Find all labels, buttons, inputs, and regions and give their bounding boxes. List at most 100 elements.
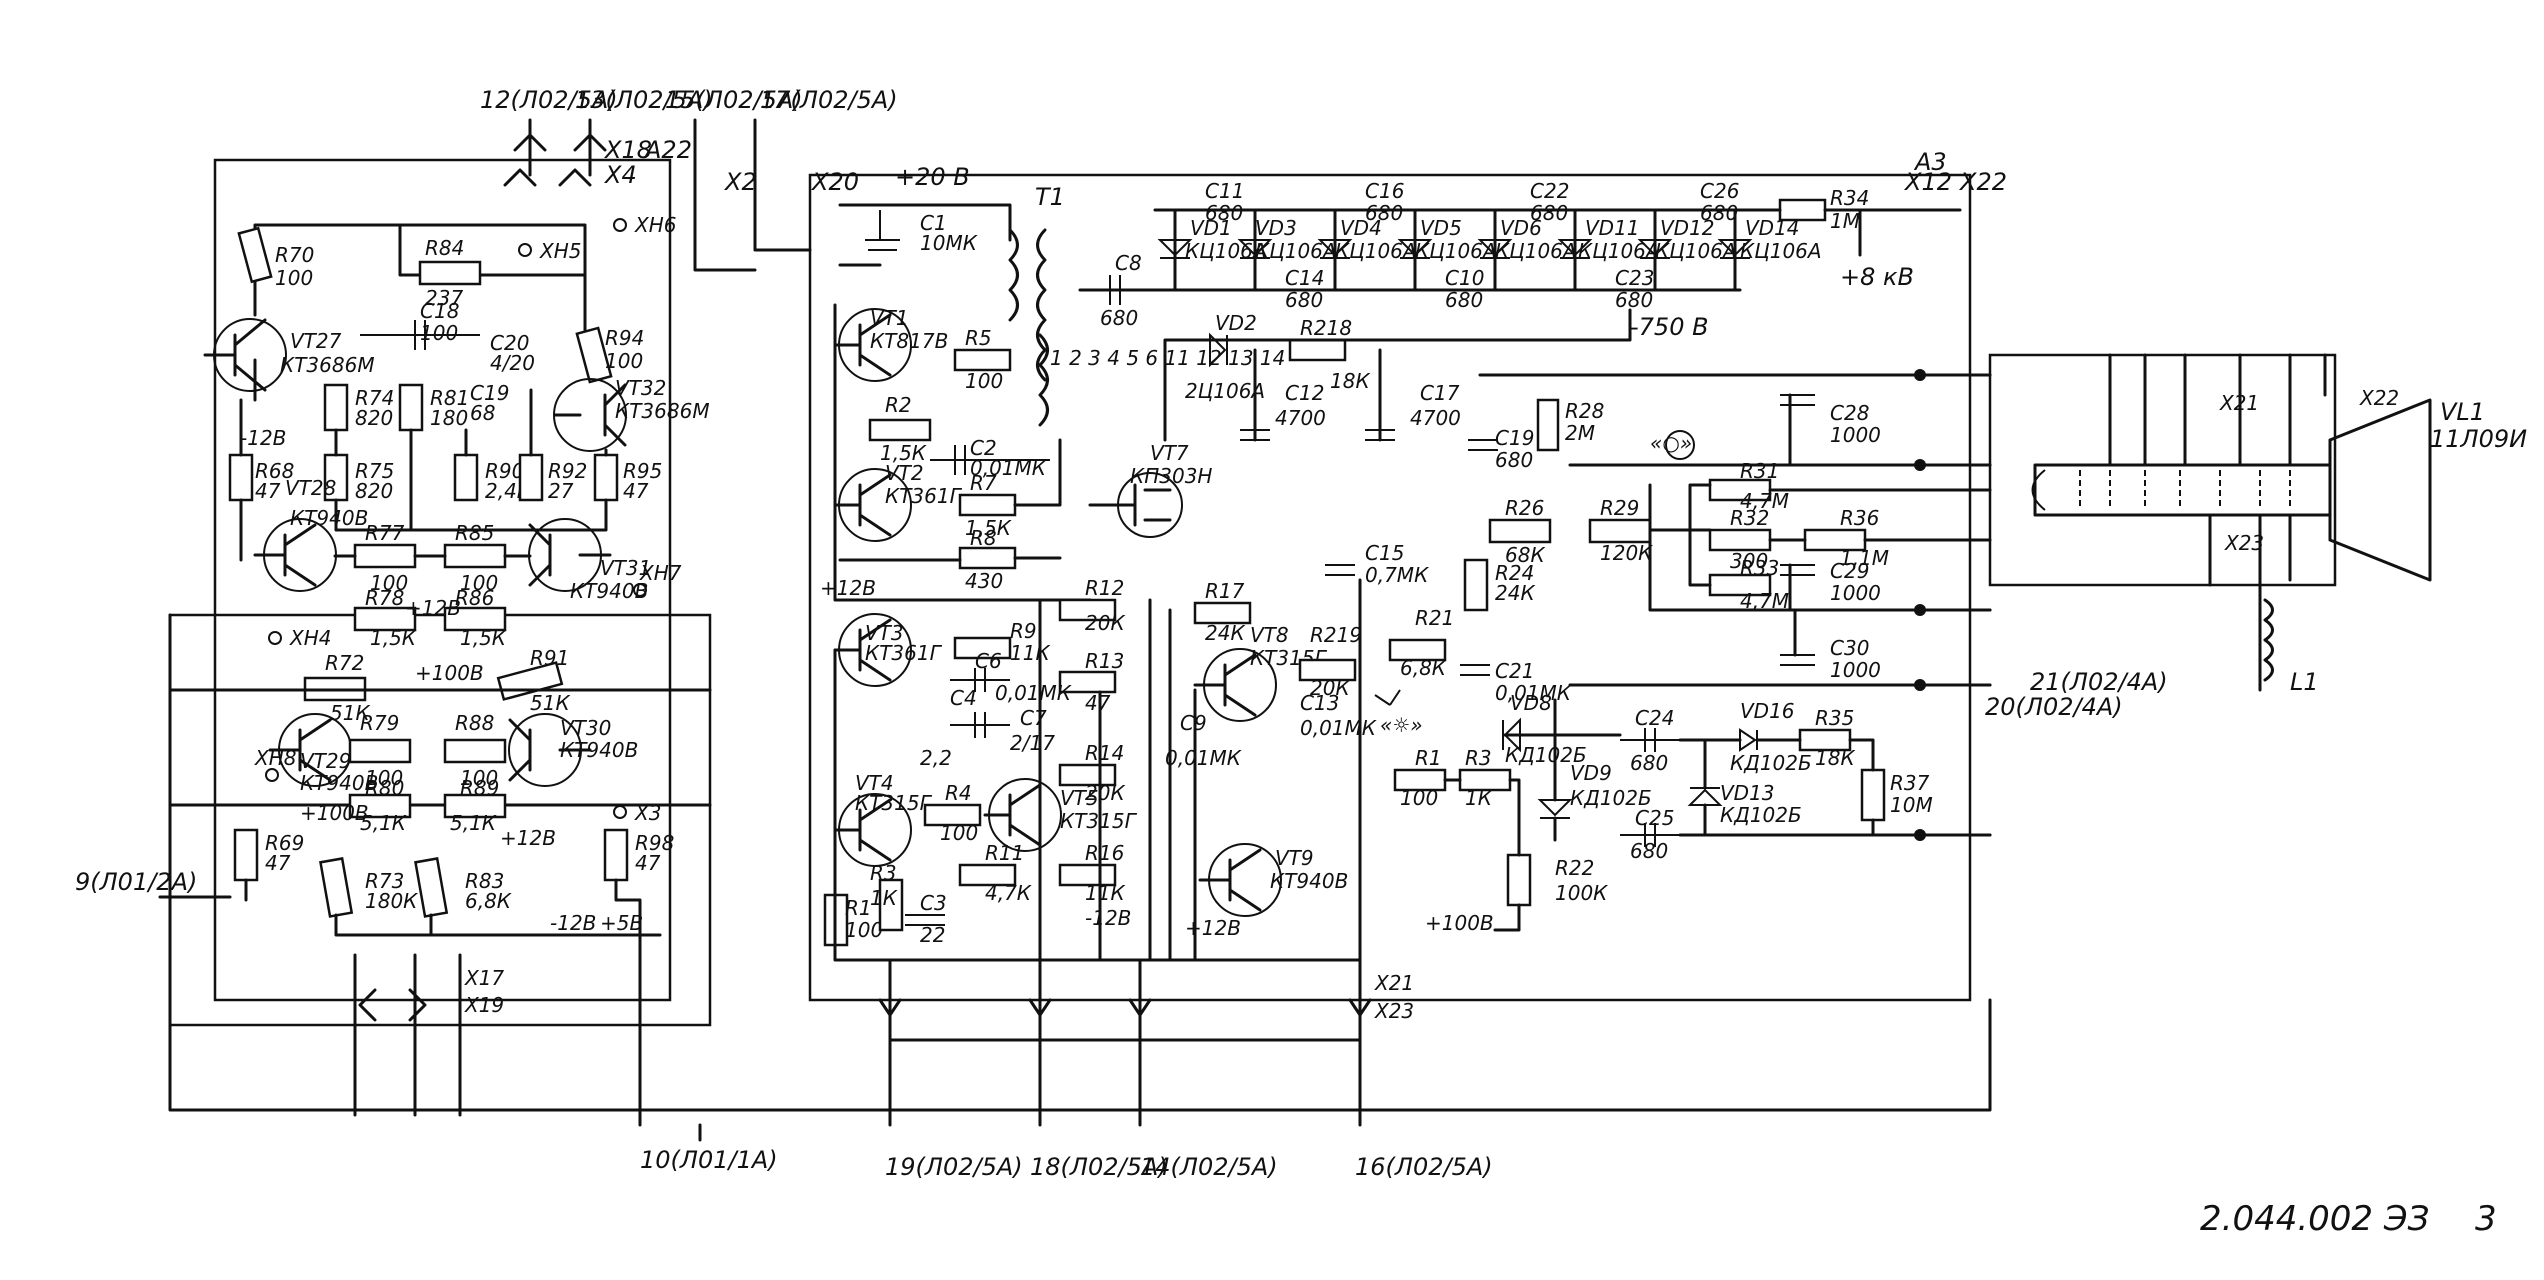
r34-value: 1М (1830, 209, 1860, 233)
vt7-leads (1088, 483, 1172, 527)
res-r34 (1778, 198, 1827, 222)
ref-17-l02-5a: 17(Л02/5А) (760, 86, 898, 114)
r92-label: R92 (548, 459, 587, 483)
r31-label: R31 (1740, 459, 1779, 483)
conn-x23: Х22 (2359, 386, 2399, 410)
c17-value: 4700 (1410, 406, 1461, 430)
vd16-symbol (1739, 728, 1758, 752)
conn-x17: Х19 (464, 993, 504, 1017)
res-r24 (1463, 558, 1489, 612)
c8-label: C8 (1115, 251, 1142, 275)
r72-label: R72 (325, 651, 364, 675)
res-r37 (1860, 768, 1886, 822)
top-feed-lines (528, 118, 812, 272)
r37-label: R37 (1890, 771, 1930, 795)
vt9-ref: VT9 (1275, 846, 1314, 870)
r70-label: R70 (275, 243, 314, 267)
conn-x3: Х17 (464, 966, 504, 990)
tube-ref: VL1 (2440, 398, 2485, 426)
c23-value: 680 (1615, 288, 1653, 312)
c18-value: 100 (420, 321, 458, 345)
r14-label: R14 (1085, 741, 1124, 765)
r1-value: 100 (845, 918, 883, 942)
transformer-t1: Т1 (1035, 183, 1065, 211)
c1-label: C1 (920, 211, 947, 235)
r29-label: R29 (1600, 496, 1639, 520)
crt-outline (1988, 353, 2337, 587)
vt8-ref: VT8 (1250, 623, 1289, 647)
vd3-ref: VD3 (1255, 216, 1297, 240)
node-minus12-left: -12В (240, 426, 286, 450)
res-r219 (1298, 658, 1357, 682)
conn-x19: Х2 (723, 168, 757, 196)
vt1-leads (833, 313, 892, 377)
r219-label: R219 (1310, 623, 1362, 647)
r14-value: 20К (1085, 781, 1125, 805)
r85-label: R85 (455, 521, 494, 545)
r81-label: R81 (430, 386, 469, 410)
xn6-terminal (613, 218, 627, 232)
c29-value: 1000 (1830, 581, 1881, 605)
r29-value: 120К (1600, 541, 1653, 565)
c11-value: 680 (1205, 201, 1243, 225)
r218-value: 18К (1330, 369, 1370, 393)
r2-label: R2 (885, 393, 912, 417)
r12-value: 20К (1085, 611, 1125, 635)
crt-pin-leads (2108, 353, 2327, 602)
focus-sym: «○» (1650, 431, 1692, 455)
c12-c17-symbols (1240, 429, 1395, 441)
r80-label: R80 (365, 776, 404, 800)
diode-chain (1157, 208, 1753, 292)
res-r88 (443, 738, 507, 764)
vd6-type: КЦ106А (1495, 239, 1577, 263)
c3-value: 22 (920, 923, 945, 947)
res-r4 (923, 803, 982, 827)
vd2-type: 2Ц106А (1185, 379, 1265, 403)
c14-label: C14 (1285, 266, 1324, 290)
x18-arrows (513, 133, 607, 152)
res-r90 (453, 453, 479, 502)
ref-19-l02-5a: 19(Л02/5А) (885, 1153, 1023, 1181)
vd16-type: КД102Б (1730, 751, 1812, 775)
r8-label: R8 (970, 526, 997, 550)
r24-label: R24 (1495, 561, 1534, 585)
pin-3-dot (1914, 604, 1926, 616)
conn-x21: Х21 (2219, 391, 2259, 415)
conn-xn4: ХН8 (254, 746, 296, 770)
ref-18-l02-5a: 18(Л02/5А) (1030, 1153, 1168, 1181)
block-a22-label: А22 (643, 136, 692, 164)
conn-xn7: ХН7 (639, 561, 682, 585)
c25-value: 680 (1630, 839, 1668, 863)
r8-value: 430 (965, 569, 1003, 593)
c30-value: 1000 (1830, 658, 1881, 682)
left-mid-wires (239, 388, 608, 562)
r91-label: R91 (530, 646, 569, 670)
r37-value: 10М (1890, 793, 1933, 817)
res-r9 (953, 636, 1012, 660)
c15-symbol (1325, 564, 1355, 576)
c2-value: 0,01МК (970, 456, 1047, 480)
ref-12-l02-5a: 12(Л02/5А) (480, 86, 618, 114)
res-r95 (593, 453, 619, 502)
vt3-leads (833, 618, 892, 682)
c21-symbol (1460, 664, 1490, 676)
xn5-terminal (518, 243, 532, 257)
r89-value: 5,1К (450, 811, 497, 835)
vt2-ref: VT2 (885, 461, 924, 485)
r94-value: 100 (605, 349, 643, 373)
vt27-leads (203, 318, 267, 392)
c9-label: C9 (1180, 711, 1207, 735)
c25-label: C25 (1635, 806, 1674, 830)
c6-value: 0,01МК (995, 681, 1072, 705)
bottom-arrows (878, 998, 1372, 1017)
r24-value: 24К (1495, 581, 1535, 605)
vt32-type: КТ3686М (615, 399, 710, 423)
c4-label: C4 (950, 686, 977, 710)
r75-label: R75 (355, 459, 394, 483)
c11-label: C11 (1205, 179, 1244, 203)
r98-value: 47 (635, 851, 661, 875)
r94-label: R94 (605, 326, 644, 350)
vt27-ref: VT27 (290, 329, 342, 353)
vd9-type: КД102Б (1570, 786, 1652, 810)
